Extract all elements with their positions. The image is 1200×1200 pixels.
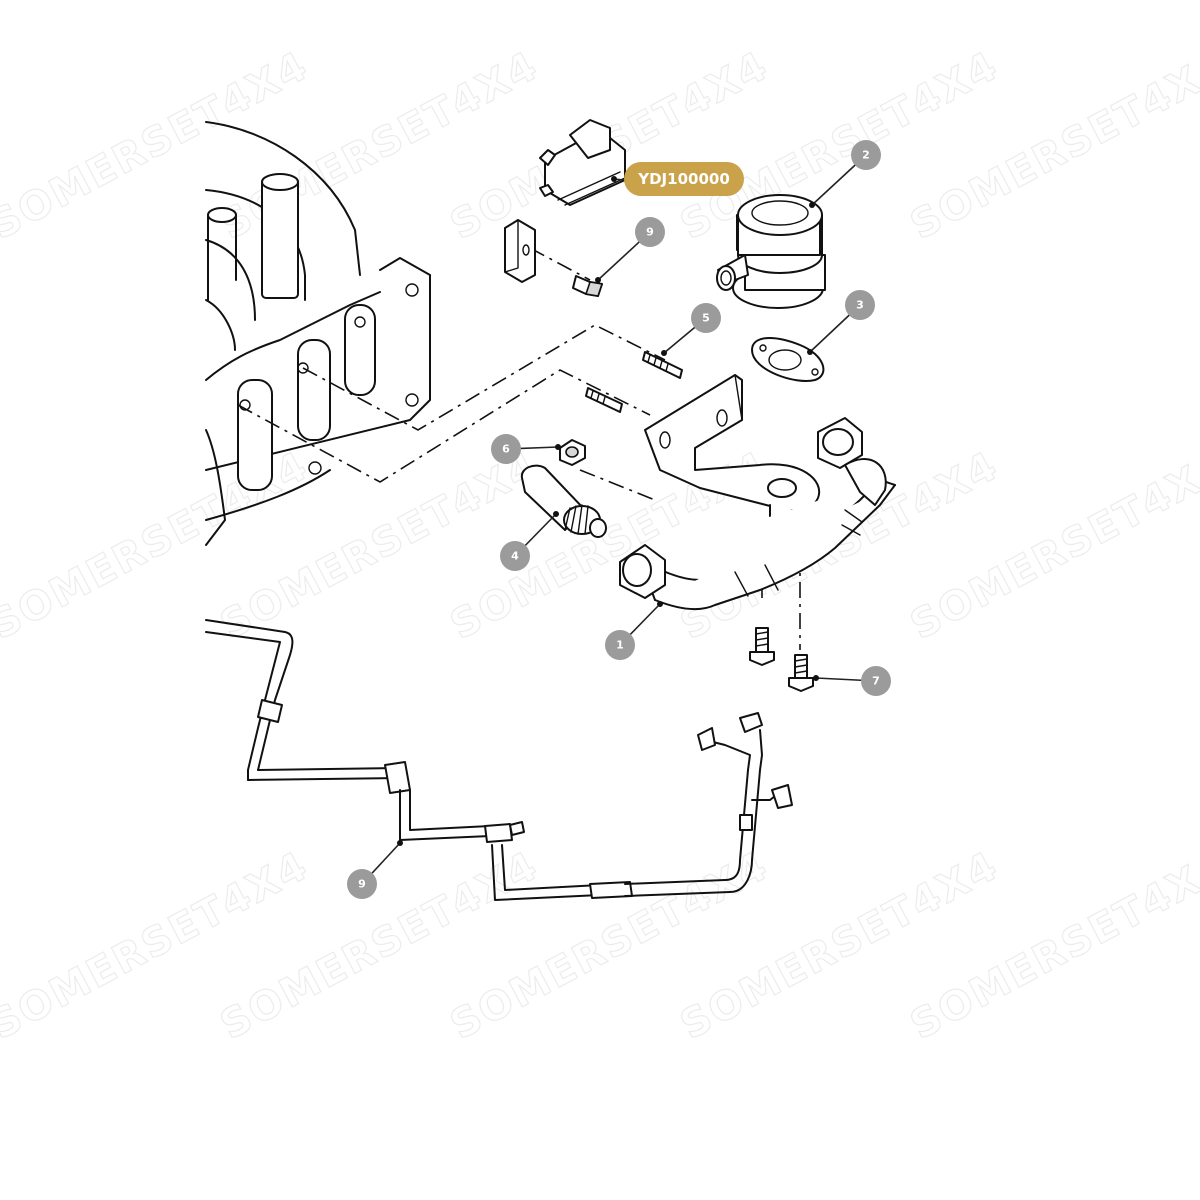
leader-dot bbox=[555, 444, 561, 450]
leader-dot bbox=[611, 176, 617, 182]
leader-dot bbox=[553, 511, 559, 517]
studs bbox=[585, 351, 683, 413]
callout-2[interactable]: 2 bbox=[851, 140, 881, 170]
solenoid-bracket bbox=[504, 219, 536, 283]
leader-dot bbox=[813, 675, 819, 681]
pipe-adaptor bbox=[520, 464, 607, 538]
callout-label: 3 bbox=[856, 299, 864, 312]
callout-6[interactable]: 6 bbox=[491, 434, 521, 464]
egr-pipe-assembly bbox=[619, 374, 896, 611]
bracket-bolt bbox=[572, 275, 604, 297]
callout-label: 6 bbox=[502, 443, 510, 456]
callout-3[interactable]: 3 bbox=[845, 290, 875, 320]
callout-9-lower[interactable]: 9 bbox=[347, 869, 377, 899]
callout-7[interactable]: 7 bbox=[861, 666, 891, 696]
callout-5[interactable]: 5 bbox=[691, 303, 721, 333]
mounting-bolts bbox=[749, 627, 814, 692]
callout-label: 4 bbox=[511, 550, 519, 563]
part-number-tag[interactable]: YDJ100000 bbox=[624, 162, 744, 196]
leader-dot bbox=[595, 277, 601, 283]
callout-label: 1 bbox=[616, 639, 624, 652]
egr-gasket bbox=[751, 337, 825, 382]
egr-valve bbox=[716, 194, 826, 309]
callout-4[interactable]: 4 bbox=[500, 541, 530, 571]
callout-1[interactable]: 1 bbox=[605, 630, 635, 660]
callout-label: 9 bbox=[646, 226, 654, 239]
leader-dot bbox=[661, 350, 667, 356]
callout-label: 9 bbox=[358, 878, 366, 891]
callout-9-upper[interactable]: 9 bbox=[635, 217, 665, 247]
callout-label: 2 bbox=[862, 149, 870, 162]
leader-dot bbox=[657, 601, 663, 607]
leader-dot bbox=[807, 349, 813, 355]
exhaust-manifold bbox=[205, 121, 431, 546]
vacuum-hose bbox=[205, 619, 793, 901]
part-number-label: YDJ100000 bbox=[637, 170, 730, 188]
callout-label: 5 bbox=[702, 312, 710, 325]
nut bbox=[559, 439, 586, 466]
leader-dot bbox=[809, 202, 815, 208]
leader-dot bbox=[397, 840, 403, 846]
egr-solenoid-valve bbox=[539, 119, 626, 206]
callout-label: 7 bbox=[872, 675, 880, 688]
